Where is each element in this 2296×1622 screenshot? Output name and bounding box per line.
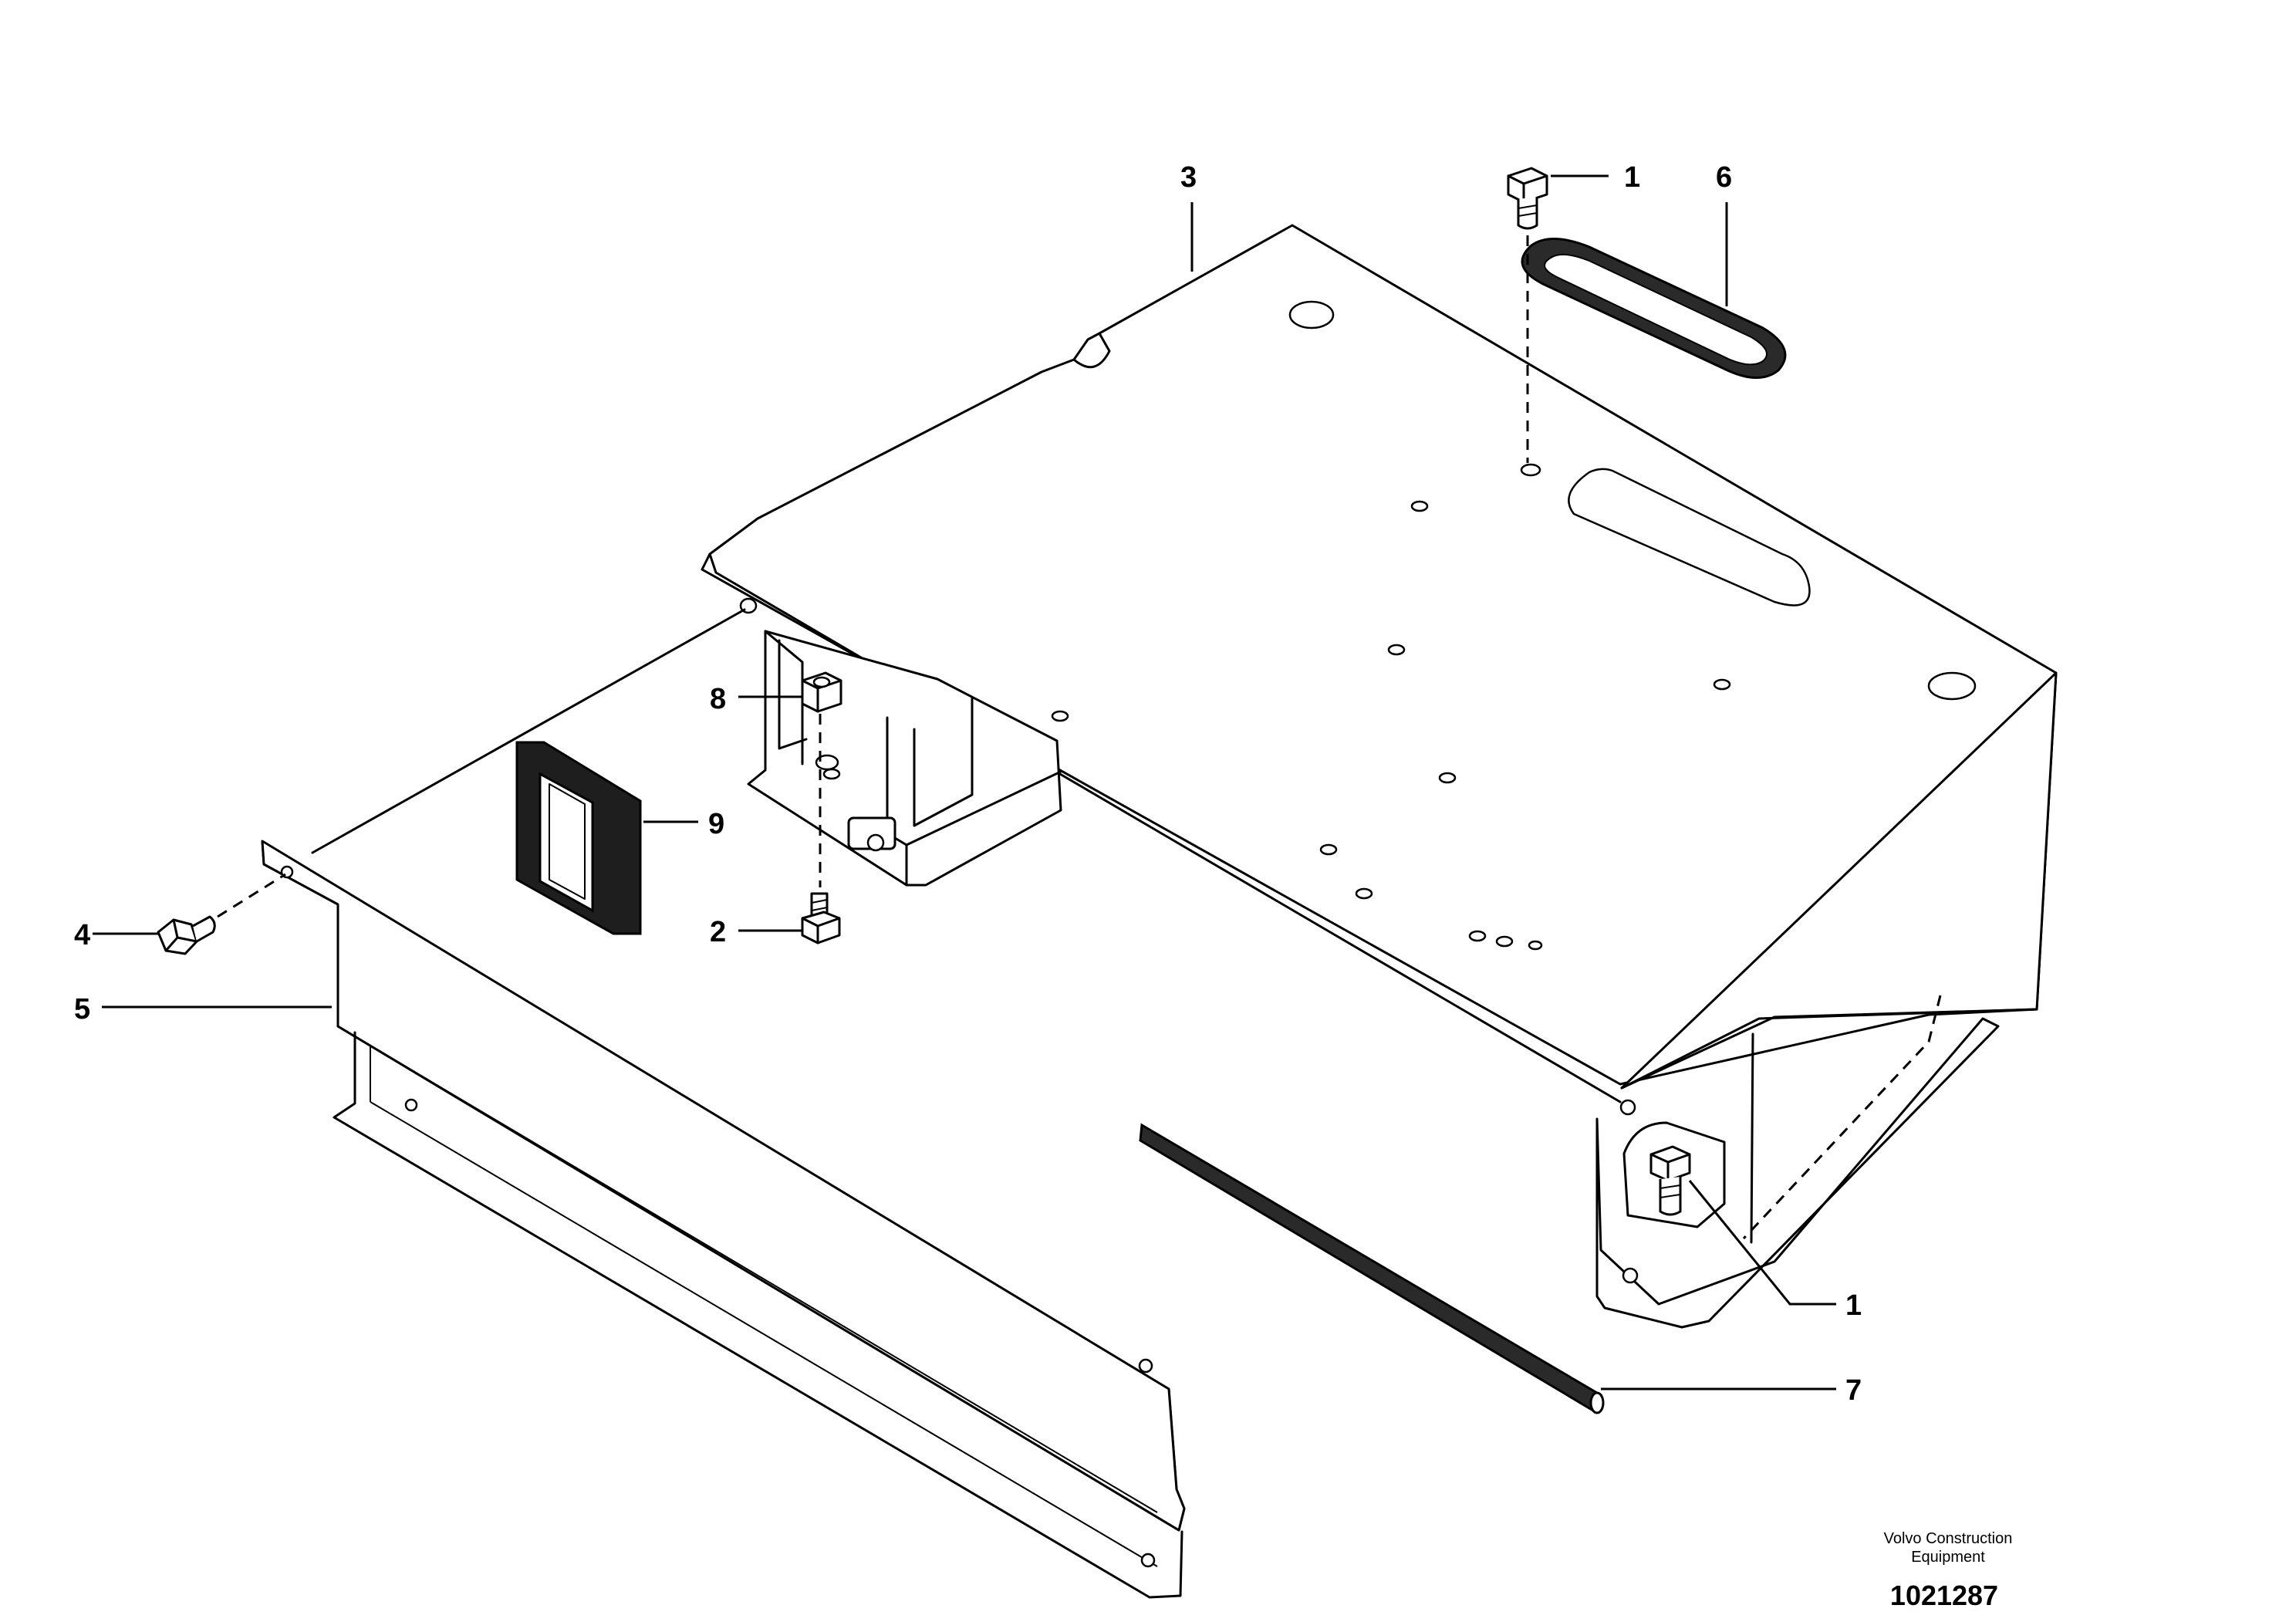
bolt-bottom bbox=[1649, 1145, 1691, 1216]
brand-line-1: Volvo Construction bbox=[1884, 1530, 2013, 1547]
footer: Volvo Construction Equipment 1021287 bbox=[1884, 1530, 2013, 1611]
callout-labels: 1 6 3 8 9 2 4 5 1 7 bbox=[74, 161, 1862, 1407]
bolt-4 bbox=[157, 873, 286, 955]
cover-plate bbox=[701, 224, 2058, 1329]
leader-lines bbox=[93, 174, 1836, 1391]
bolt-2 bbox=[801, 892, 841, 944]
callout-6: 6 bbox=[1716, 161, 1732, 194]
callout-9: 9 bbox=[708, 808, 724, 840]
callout-3: 3 bbox=[1180, 161, 1197, 194]
bolt-top bbox=[1507, 167, 1548, 463]
seal-strip bbox=[1139, 1123, 1605, 1414]
callout-5: 5 bbox=[74, 993, 90, 1026]
document-number: 1021287 bbox=[1890, 1580, 1998, 1611]
nut-8 bbox=[801, 671, 842, 887]
callout-7: 7 bbox=[1845, 1374, 1862, 1407]
callout-1-bottom: 1 bbox=[1845, 1289, 1862, 1322]
rubber-block bbox=[515, 741, 642, 935]
callout-2: 2 bbox=[710, 916, 726, 948]
callout-1-top: 1 bbox=[1624, 161, 1640, 194]
callout-4: 4 bbox=[74, 919, 90, 951]
brand-line-2: Equipment bbox=[1911, 1549, 1985, 1566]
gasket-ring bbox=[1521, 238, 1787, 379]
callout-8: 8 bbox=[710, 683, 726, 715]
side-panel bbox=[261, 608, 1186, 1599]
